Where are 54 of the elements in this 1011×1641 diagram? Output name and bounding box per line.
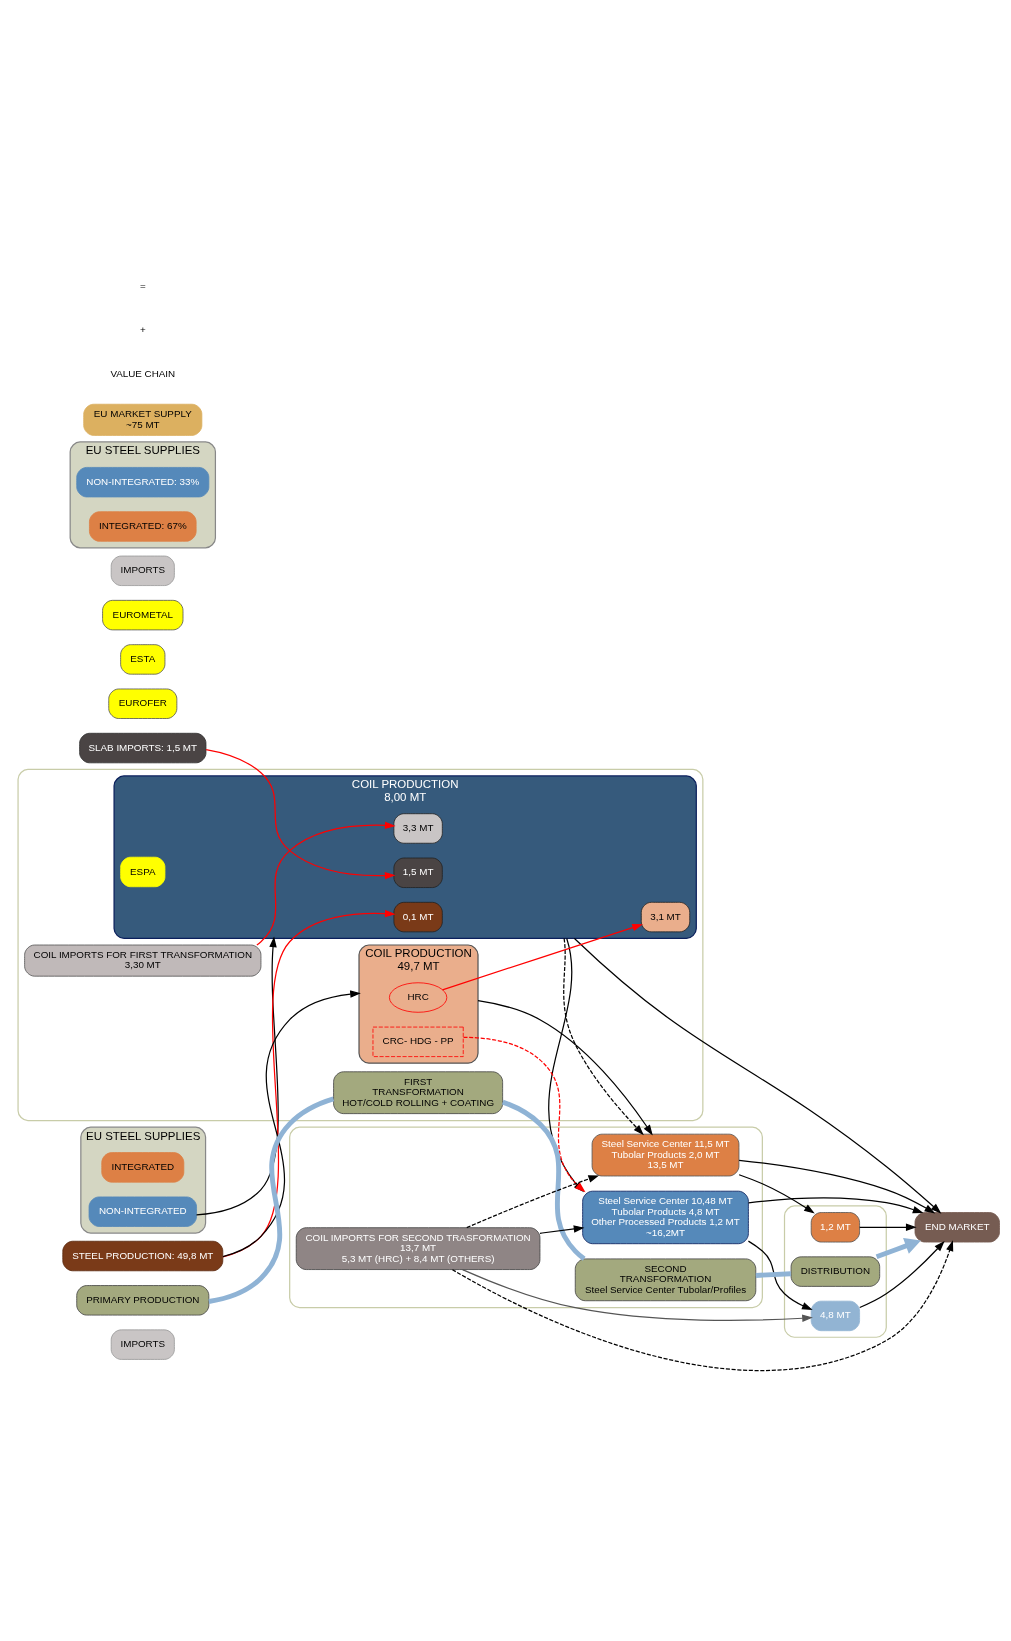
node-box: EUROFER xyxy=(108,688,178,719)
node-box: Steel Service Center 10,48 MT Tubolar Products 4,8 MT Other Processed Products 1,2 MT ~16,2MT xyxy=(582,1190,749,1244)
arrow xyxy=(859,1223,917,1231)
node-box: 0,1 MT xyxy=(393,901,443,932)
arrow xyxy=(222,909,396,1257)
arrow xyxy=(859,1240,945,1308)
node-box: COIL IMPORTS FOR FIRST TRANSFORMATION 3,30 MT xyxy=(24,944,262,977)
node-box: SLAB IMPORTS: 1,5 MT xyxy=(79,732,207,763)
label: VALUE CHAIN xyxy=(110,367,176,379)
node-box: 1,5 MT xyxy=(393,857,443,888)
arrow xyxy=(747,1240,813,1310)
node-box: DISTRIBUTION xyxy=(790,1255,881,1287)
arrow xyxy=(563,937,644,1135)
node-box: INTEGRATED: 67% xyxy=(89,510,197,542)
node-box: IMPORTS xyxy=(110,555,175,586)
arrow xyxy=(222,989,361,1257)
arrow xyxy=(477,999,653,1135)
arrow xyxy=(461,1268,813,1322)
arrow xyxy=(466,1174,600,1228)
node-box: NON-INTEGRATED xyxy=(88,1196,197,1227)
node-box: FIRST TRANSFORMATION HOT/COLD ROLLING + COATING xyxy=(333,1070,504,1114)
connector xyxy=(208,1096,335,1304)
node-box: ESPA xyxy=(120,856,166,887)
node-box: COIL IMPORTS FOR SECOND TRASFORMATION 13,7 MT 5,3 MT (HRC) + 8,4 MT (OTHERS) xyxy=(295,1226,541,1270)
arrow xyxy=(738,1159,936,1213)
label: + xyxy=(139,323,146,335)
cluster xyxy=(17,768,704,1121)
arrow xyxy=(441,923,643,990)
node-box: IMPORTS xyxy=(110,1328,175,1360)
label: = xyxy=(139,279,146,291)
arrow xyxy=(205,748,396,879)
arrow xyxy=(451,1239,954,1371)
node-ellipse: HRC xyxy=(388,981,448,1013)
node-box: EUROMETAL xyxy=(102,599,184,630)
node-box: NON-INTEGRATED: 33% xyxy=(76,466,210,497)
node-box: 4,8 MT xyxy=(810,1300,860,1331)
node-box: CRC- HDG - PP xyxy=(372,1026,464,1057)
node-box: PRIMARY PRODUCTION xyxy=(76,1284,210,1315)
node-box: INTEGRATED xyxy=(101,1151,185,1183)
node-box: ESTA xyxy=(120,643,166,675)
node-box: STEEL PRODUCTION: 49,8 MT xyxy=(62,1240,224,1271)
node-box: 3,3 MT xyxy=(393,812,443,844)
node-box: SECOND TRANSFORMATION Steel Service Center Tubolar/Profiles xyxy=(574,1258,757,1301)
arrow xyxy=(738,1173,815,1213)
arrow xyxy=(256,821,396,946)
node-box: 1,2 MT xyxy=(810,1211,860,1242)
arrow xyxy=(875,1237,921,1259)
connector xyxy=(755,1270,791,1278)
node-box: END MARKET xyxy=(914,1211,1000,1242)
node-box: 3,1 MT xyxy=(640,901,691,932)
arrow xyxy=(747,1196,924,1213)
node-box: EU MARKET SUPPLY ~75 MT xyxy=(83,403,203,436)
node-box: Steel Service Center 11,5 MT Tubolar Products 2,0 MT 13,5 MT xyxy=(591,1133,740,1176)
arrow xyxy=(539,1224,585,1234)
